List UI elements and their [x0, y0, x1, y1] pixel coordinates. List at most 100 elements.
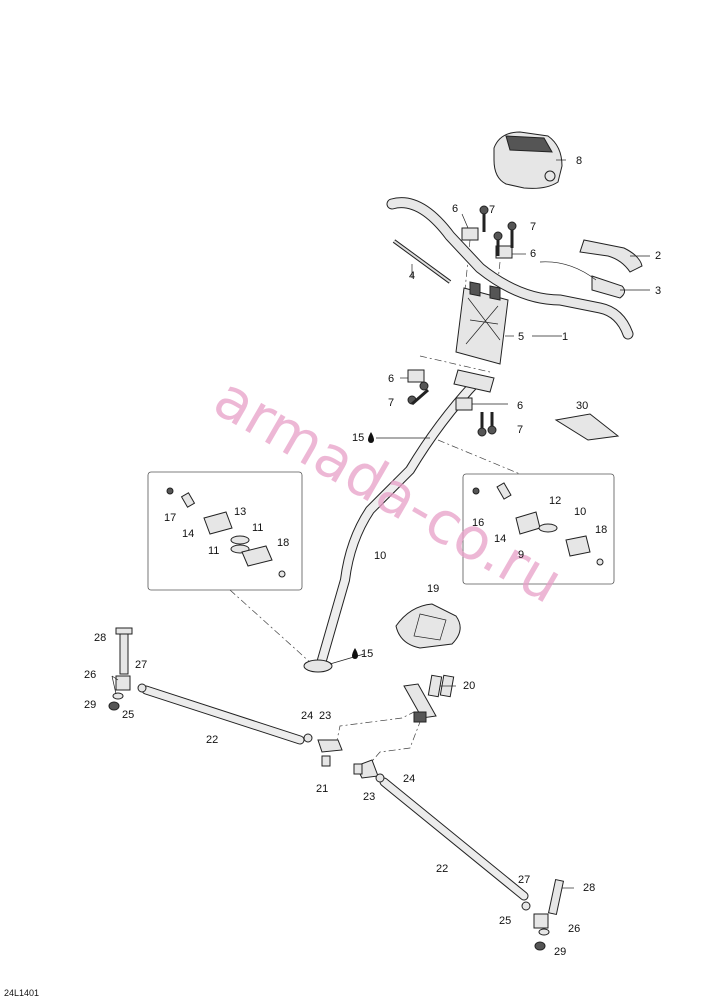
- steering-riser: [455, 281, 509, 365]
- callout-27: 26: [568, 923, 580, 935]
- callout-24: 24: [301, 710, 313, 722]
- callout-6: 6: [452, 203, 458, 215]
- reference-line: [419, 355, 491, 373]
- clamp-cap: [461, 227, 479, 241]
- callout-8: 8: [576, 155, 582, 167]
- callout-17: 17: [164, 512, 176, 524]
- callout-6: 6: [517, 400, 523, 412]
- callout-13: 13: [234, 506, 246, 518]
- drop-icon: [368, 432, 374, 443]
- detail-box-left: [147, 471, 303, 591]
- washer: [112, 692, 124, 700]
- bolt: [507, 221, 517, 248]
- callout-11: 11: [252, 522, 263, 534]
- callout-29: 29: [84, 699, 96, 711]
- reference-line: [464, 239, 471, 291]
- callout-6: 6: [530, 248, 536, 260]
- callout-29: 29: [554, 946, 566, 958]
- nut: [108, 701, 120, 711]
- reference-line: [365, 721, 421, 769]
- callout-10: 10: [574, 506, 586, 518]
- callout-22: 22: [436, 863, 448, 875]
- drop-icon: [352, 648, 358, 659]
- callout-30: 30: [576, 400, 588, 412]
- callout-10: 9: [518, 549, 524, 561]
- spacer: [321, 755, 331, 767]
- spacer: [353, 763, 363, 775]
- support-plate: [554, 413, 620, 441]
- callout-27: 26: [84, 669, 96, 681]
- callout-22: 22: [206, 734, 218, 746]
- reference-line: [335, 711, 415, 746]
- column-clamp: [453, 369, 495, 393]
- callout-25: 25: [499, 915, 511, 927]
- leader-lines: [111, 159, 650, 889]
- reference-line: [437, 439, 521, 475]
- callout-6: 6: [388, 373, 394, 385]
- cable: [539, 261, 597, 281]
- bolt: [487, 412, 497, 435]
- bracket: [403, 683, 437, 719]
- callout-7: 7: [489, 204, 495, 216]
- callout-28: 28: [94, 632, 106, 644]
- callout-16: 16: [472, 517, 484, 529]
- washer: [538, 928, 550, 936]
- ball-joint: [521, 901, 549, 929]
- nut: [534, 941, 546, 951]
- callout-18: 18: [595, 524, 607, 536]
- callout-24: 24: [403, 773, 415, 785]
- clamp-cap: [455, 397, 473, 411]
- detail-left-parts: [166, 487, 286, 578]
- bolt: [419, 381, 429, 391]
- bolt-head: [115, 627, 133, 635]
- grip-right: [591, 275, 626, 299]
- reference-line: [496, 261, 501, 291]
- callout-28: 28: [583, 882, 595, 894]
- reference-line: [229, 589, 313, 665]
- callout-7: 7: [517, 424, 523, 436]
- callout-15: 15: [352, 432, 364, 444]
- bolt: [119, 631, 129, 675]
- detail-box-right: [462, 473, 615, 585]
- callout-7: 7: [388, 397, 394, 409]
- callout-23: 23: [319, 710, 331, 722]
- callout-18: 18: [277, 537, 289, 549]
- callout-9: 10: [374, 550, 386, 562]
- callout-11: 11: [208, 545, 219, 557]
- callout-5: 5: [518, 331, 524, 343]
- callout-12: 12: [549, 495, 561, 507]
- callout-19: 19: [427, 583, 439, 595]
- bolt: [477, 412, 487, 437]
- callout-14: 14: [494, 533, 506, 545]
- callout-4: 4: [409, 270, 415, 282]
- callout-3: 3: [655, 285, 661, 297]
- detail-right-parts: [472, 482, 604, 566]
- bolt: [427, 674, 443, 698]
- column-base-plate: [303, 659, 333, 673]
- callout-7: 7: [530, 221, 536, 233]
- grip-left: [579, 239, 643, 273]
- callout-20: 20: [463, 680, 475, 692]
- diagram-code: 24L1401: [4, 988, 39, 998]
- callout-26: 27: [135, 659, 147, 671]
- clamp-cap: [495, 245, 513, 259]
- ball-joint: [303, 733, 343, 753]
- callout-26: 27: [518, 874, 530, 886]
- callout-2: 2: [655, 250, 661, 262]
- callout-1: 1: [562, 331, 568, 343]
- bolt: [493, 231, 503, 256]
- bolt: [547, 878, 565, 916]
- callout-15: 15: [361, 648, 373, 660]
- callout-23: 23: [363, 791, 375, 803]
- callout-25: 25: [122, 709, 134, 721]
- bolt: [407, 388, 429, 406]
- handlebar-pad: [493, 131, 563, 189]
- callout-21: 21: [316, 783, 328, 795]
- ball-joint: [115, 675, 147, 693]
- nut: [413, 711, 427, 723]
- bolt: [479, 205, 489, 232]
- column-cover: [395, 603, 461, 649]
- callout-14: 14: [182, 528, 194, 540]
